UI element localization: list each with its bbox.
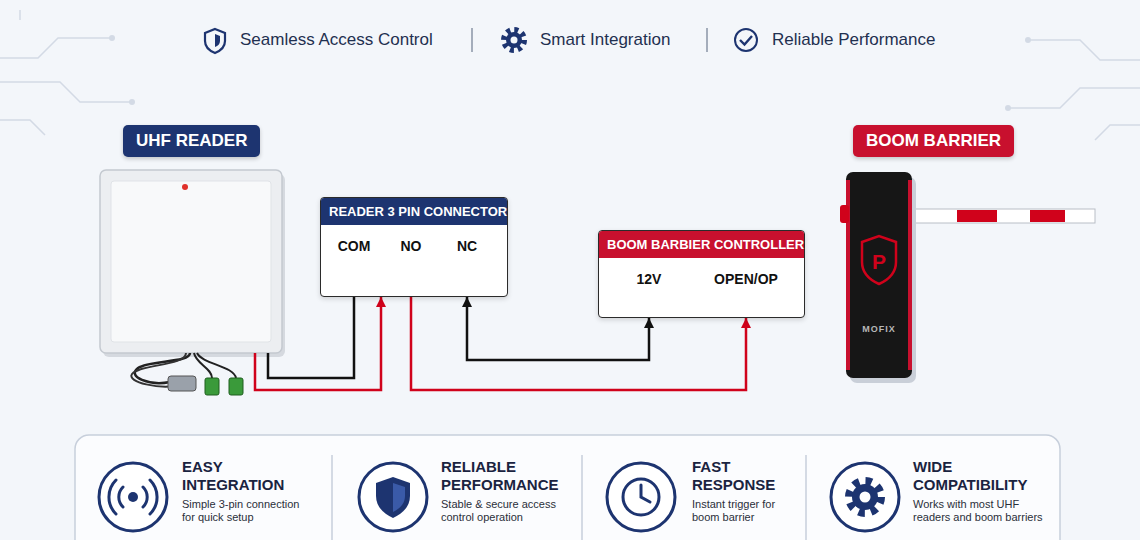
barrier-body <box>846 172 912 378</box>
feature-item: WIDE COMPATIBILITY Works with most UHF re… <box>913 458 1048 524</box>
separator <box>706 28 708 52</box>
reader-led <box>182 184 188 190</box>
feature-title: FAST RESPONSE <box>692 458 797 494</box>
circuit-trace <box>0 38 110 58</box>
icon-ring <box>607 463 675 531</box>
pin-name: OPEN/OP <box>714 271 778 287</box>
terminal-block <box>205 378 219 395</box>
feature-panel <box>75 435 1060 540</box>
logo-letter: P <box>872 251 886 272</box>
circuit-node <box>109 35 115 41</box>
circuit-trace <box>1030 40 1140 60</box>
reader-wire <box>268 285 354 378</box>
feature-item: RELIABLE PERFORMANCE Stable & secure acce… <box>441 458 569 524</box>
barrier-knob <box>840 205 849 223</box>
reader-wire <box>255 297 381 390</box>
feature-title: EASY INTEGRATION <box>182 458 302 494</box>
controller-box: BOOM BARBIER CONTROLLER 12V OPEN/OP <box>598 230 805 318</box>
clock-icon <box>641 485 650 502</box>
arm-stripe <box>957 210 997 222</box>
shield-icon <box>376 477 410 518</box>
header-feature: Reliable Performance <box>772 30 935 50</box>
barrier-stripe <box>908 180 912 370</box>
feature-title: WIDE COMPATIBILITY <box>913 458 1048 494</box>
circuit-trace <box>0 10 45 135</box>
badge-title: UHF READER <box>136 131 247 150</box>
circuit-node <box>1025 37 1031 43</box>
brand-name: MOFIX <box>862 325 896 334</box>
circuit-trace <box>0 82 130 102</box>
pin-name: 12V <box>637 271 662 287</box>
reader-cable <box>194 353 212 378</box>
device-badge: BOOM BARRIER <box>853 125 1014 157</box>
pin-name: COM <box>338 238 371 254</box>
check-icon <box>740 36 752 45</box>
box-header: READER 3 PIN CONNECTOR <box>321 198 507 225</box>
icon-ring <box>831 463 899 531</box>
connector-box: READER 3 PIN CONNECTOR COM NO NC <box>320 197 508 297</box>
feature-text: Works with most UHF readers and boom bar… <box>913 498 1048 524</box>
circuit-trace <box>0 10 1140 140</box>
reader-body <box>100 170 282 353</box>
circuit-node <box>129 99 135 105</box>
check-icon <box>735 29 757 51</box>
reader-shadow <box>103 174 285 357</box>
separator <box>331 455 333 540</box>
icon-ring <box>99 463 167 531</box>
terminal-block <box>229 378 243 395</box>
gear-icon <box>511 37 518 44</box>
signal-icon <box>109 480 157 514</box>
reader-face <box>111 181 271 342</box>
box-header: BOOM BARBIER CONTROLLER <box>599 231 804 258</box>
feature-text: Stable & secure access control operation <box>441 498 569 524</box>
logo-shield <box>862 236 896 284</box>
pin-name: NC <box>457 238 477 254</box>
feature-text: Simple 3-pin connection for quick setup <box>182 498 302 524</box>
separator <box>471 28 473 52</box>
gear-icon <box>860 492 871 503</box>
db9-connector <box>168 376 196 391</box>
gear-icon <box>506 32 522 48</box>
badge-title: BOOM BARRIER <box>866 131 1001 150</box>
clock-icon <box>623 479 659 515</box>
separator <box>805 455 807 540</box>
gear-icon <box>849 481 881 513</box>
icon-ring <box>359 463 427 531</box>
shield-icon <box>205 29 225 53</box>
circuit-trace <box>1010 88 1140 108</box>
shield-icon <box>393 483 405 512</box>
device-badge: UHF READER <box>123 125 260 157</box>
gear-icon <box>852 484 878 510</box>
header-feature: Smart Integration <box>540 30 670 50</box>
feature-item: EASY INTEGRATION Simple 3-pin connection … <box>182 458 302 524</box>
signal-icon <box>128 492 138 502</box>
reader-cable <box>197 353 236 378</box>
feature-text: Instant trigger for boom barrier <box>692 498 797 524</box>
feature-title: RELIABLE PERFORMANCE <box>441 458 569 494</box>
gear-icon <box>504 30 524 50</box>
shield-icon <box>215 34 220 47</box>
arm-stripe <box>1030 210 1065 222</box>
circuit-trace <box>1095 125 1140 140</box>
barrier-arm <box>910 209 1095 223</box>
pin-name: NO <box>401 238 422 254</box>
header-feature: Seamless Access Control <box>240 30 433 50</box>
feature-item: FAST RESPONSE Instant trigger for boom ba… <box>692 458 797 524</box>
separator <box>581 455 583 540</box>
circuit-node <box>1005 105 1011 111</box>
